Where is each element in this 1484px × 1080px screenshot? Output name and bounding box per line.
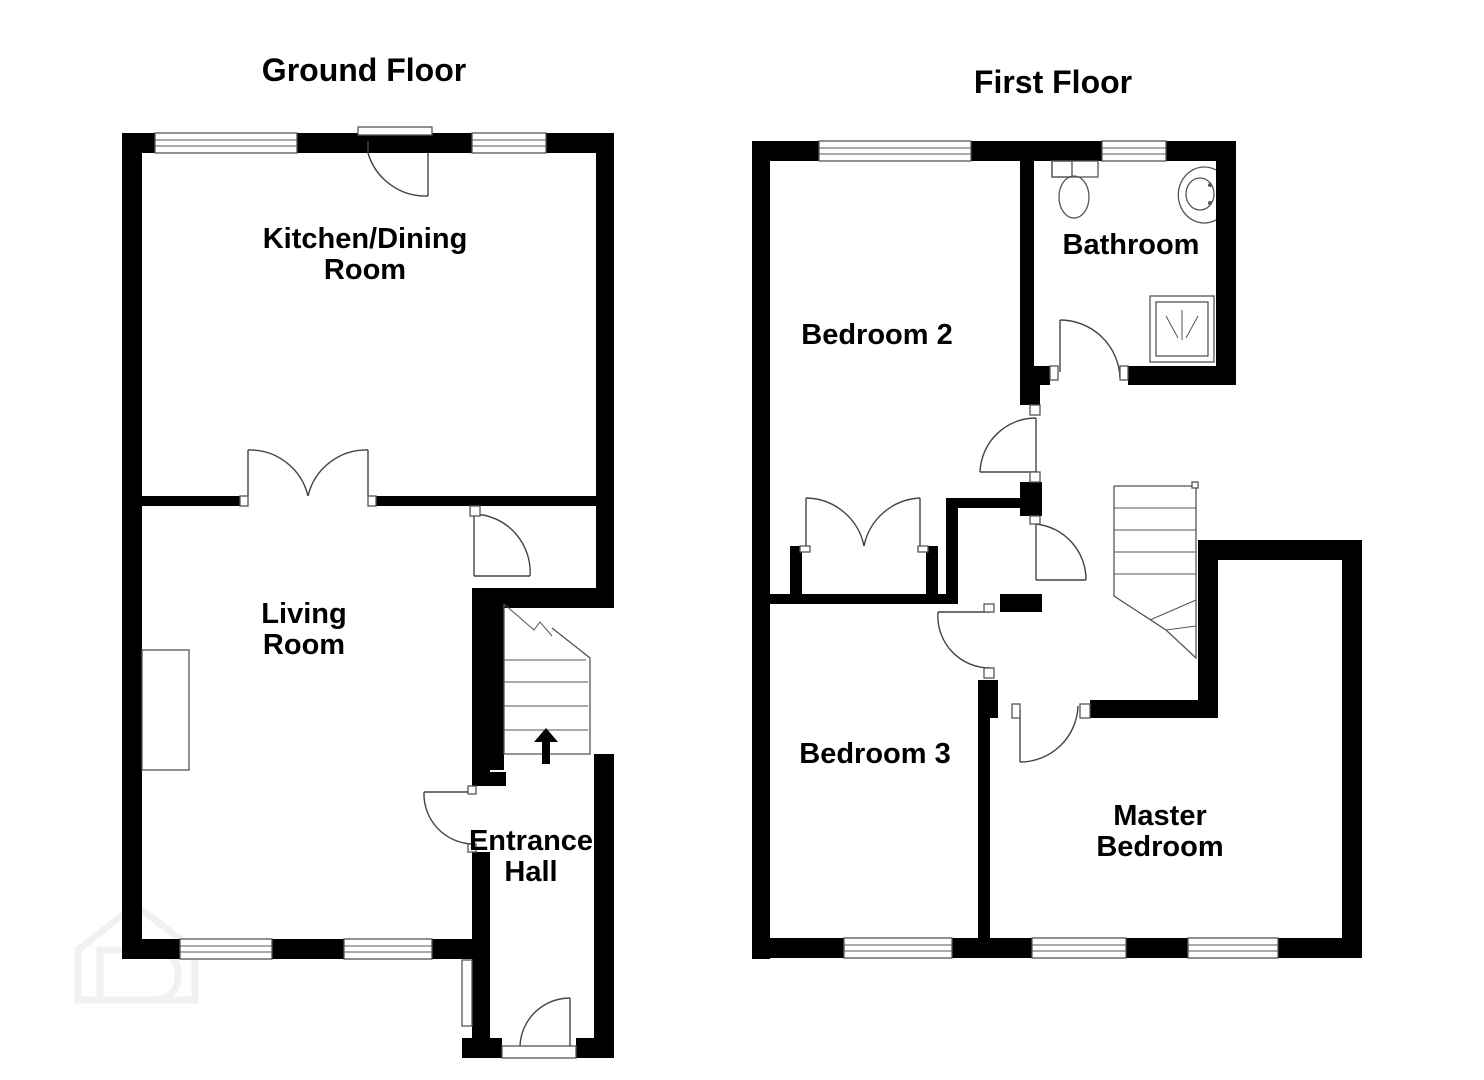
room-label-master-line2: Bedroom	[1096, 831, 1223, 863]
ground-floor-windows	[154, 132, 577, 1059]
first-floor-doors	[799, 319, 1129, 763]
first-floor-title: First Floor	[974, 64, 1132, 100]
room-label-hall-line2: Hall	[504, 856, 557, 888]
room-label-bathroom: Bathroom	[1063, 229, 1200, 261]
sink-icon	[1177, 166, 1217, 224]
shower-tray-icon	[1149, 295, 1215, 363]
room-label-living-line2: Room	[263, 629, 345, 661]
room-label-kitchen-line2: Room	[324, 254, 406, 286]
ground-floor-title: Ground Floor	[262, 52, 466, 88]
room-label-living-line1: Living	[261, 598, 346, 630]
room-label-bedroom-2: Bedroom 2	[801, 319, 952, 351]
bathroom-fixtures	[1051, 160, 1217, 363]
room-label-bedroom-3: Bedroom 3	[799, 738, 950, 770]
toilet-icon	[1051, 160, 1099, 219]
first-floor-walls	[752, 141, 1362, 959]
stairs-up-arrow-icon	[534, 728, 558, 764]
fireplace	[141, 649, 190, 771]
room-label-kitchen-line1: Kitchen/Dining	[263, 223, 468, 255]
first-floor-windows	[818, 140, 1279, 959]
ground-floor-doors	[239, 126, 571, 1047]
room-label-hall-line1: Entrance	[469, 825, 593, 857]
room-label-master-line1: Master	[1113, 800, 1207, 832]
ground-floor-stairs	[503, 603, 591, 764]
first-floor-stairs	[1113, 481, 1199, 660]
